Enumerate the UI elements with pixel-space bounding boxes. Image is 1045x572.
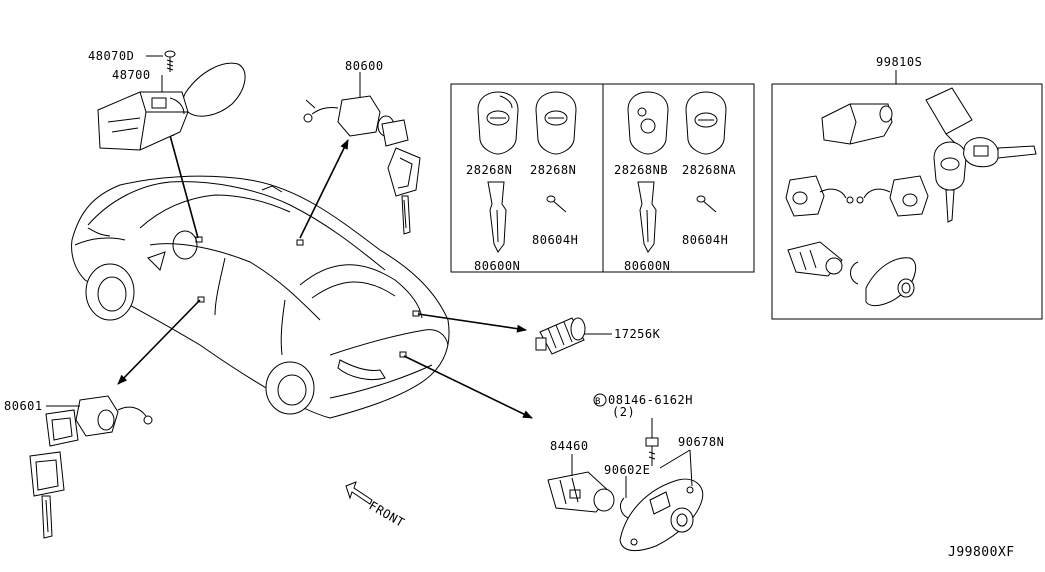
door-lock-rh-illustration [303,95,421,235]
label-80604H-a: 80604H [532,233,578,247]
front-arrow [345,481,373,505]
label-28268NA: 28268NA [682,163,736,177]
label-28268N-b: 28268N [530,163,576,177]
grommet-illustration [535,317,586,355]
label-90678N: 90678N [678,435,724,449]
bolt-mark-circle [593,393,607,407]
pointer-arrows [117,127,533,419]
kit-panel [771,83,1043,320]
label-80601: 80601 [4,399,43,413]
label-84460: 84460 [550,439,589,453]
leader-90678N-b [689,449,693,487]
ignition-lock-illustration [97,50,246,151]
leader-90678N-a [659,449,691,469]
label-80604H-b: 80604H [682,233,728,247]
door-lock-lh-illustration [29,395,153,539]
label-48070D: 48070D [88,49,134,63]
label-80600N-b: 80600N [624,259,670,273]
car-illustration [71,175,450,419]
label-99810S: 99810S [876,55,922,69]
diagram-code: J99800XF [948,545,1015,560]
keys-panel [450,83,755,273]
label-90602E: 90602E [604,463,650,477]
trunk-lock-illustration [547,437,704,551]
label-48700: 48700 [112,68,151,82]
label-28268N-a: 28268N [466,163,512,177]
label-17256K: 17256K [614,327,661,341]
bolt-mark: B [595,397,601,407]
label-80600: 80600 [345,59,384,73]
front-label: FRONT [367,498,407,529]
label-08146-qty: (2) [612,405,635,419]
label-80600N-a: 80600N [474,259,520,273]
label-28268NB: 28268NB [614,163,668,177]
label-08146-6162H: 08146-6162H [608,393,693,407]
